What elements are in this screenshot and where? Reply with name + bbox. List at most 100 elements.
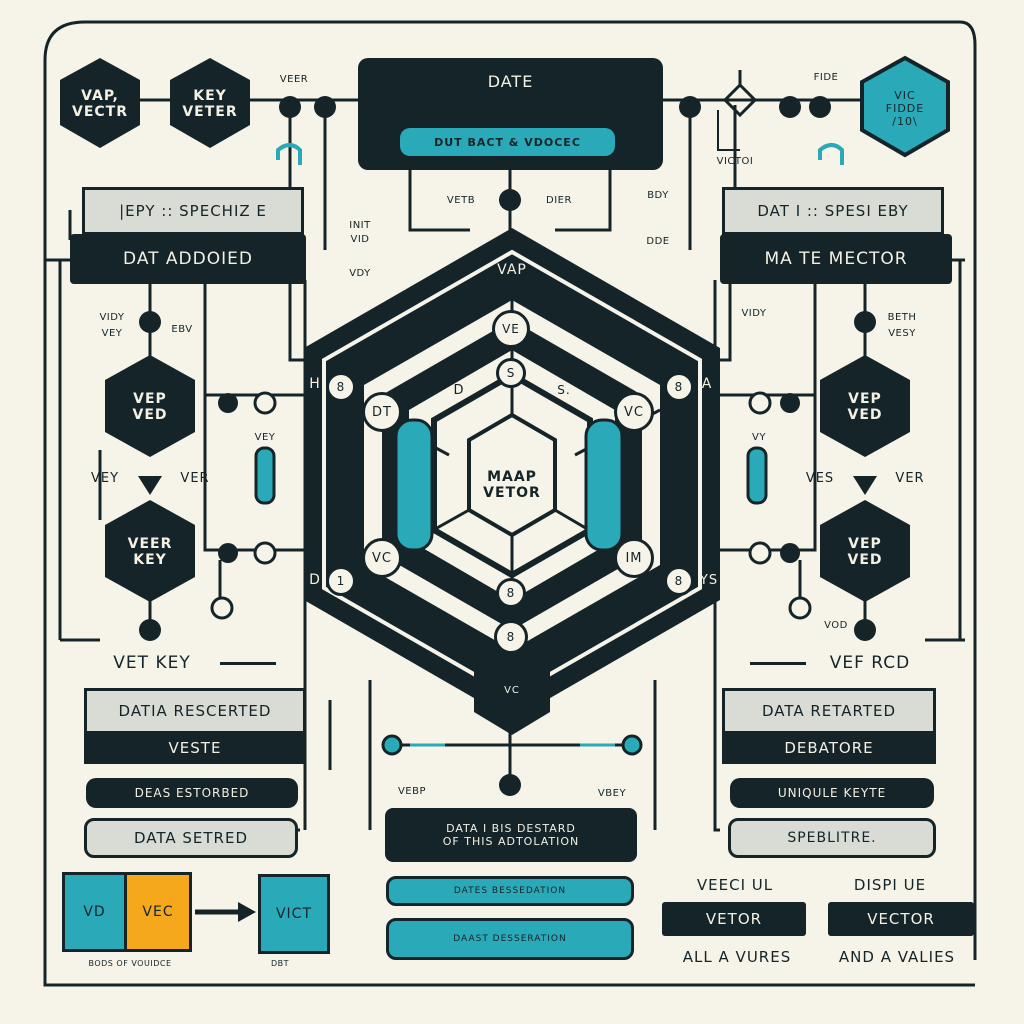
label-vesy: VESY	[888, 327, 916, 339]
node-inner-top[interactable]: S	[496, 358, 526, 388]
right-hex-vep: VEP VED	[820, 385, 910, 429]
label-vdy: VDY	[349, 267, 371, 279]
right-bottom-heading-rule	[750, 662, 806, 665]
legend-caption-2: DBT	[270, 958, 290, 968]
hex-line: KEY	[133, 552, 167, 568]
right-retarted-panel[interactable]: DATA RETARTED	[722, 688, 936, 734]
center-core-label: MAAP VETOR	[466, 460, 558, 510]
label-vebp: VEBP	[397, 785, 427, 797]
left-added-panel[interactable]: DAT ADDOIED	[70, 234, 306, 284]
left-hex-veer-key: VEER KEY	[105, 530, 195, 574]
hex-line: VEP	[848, 536, 882, 552]
vetor-button[interactable]: VETOR	[662, 902, 806, 936]
hex-line: VAP,	[81, 88, 119, 104]
legend-cell-vec: VEC	[127, 875, 189, 949]
node-label-a: A	[701, 376, 713, 392]
node-label-ys: YS	[699, 572, 719, 588]
node-label-d2: D	[309, 572, 321, 588]
right-hex-vep-2: VEP VED	[820, 530, 910, 574]
label-vidy: VIDY	[99, 311, 125, 323]
label-dier: DIER	[546, 194, 572, 206]
center-bar-2[interactable]: DAAST DESSERATION	[386, 918, 634, 960]
label-vod: VOD	[824, 619, 848, 631]
hex-line: VED	[847, 552, 883, 568]
top-subtitle-button[interactable]: DUT BACT & VDOCEC	[400, 128, 615, 156]
node-far-right-top[interactable]: 8	[664, 372, 694, 402]
core-line: VETOR	[483, 485, 541, 501]
center-description-box: DATA I BIS DESTARD OF THIS ADTOLATION	[385, 808, 637, 862]
arrow-label-ves: VES	[805, 470, 835, 486]
node-label-d: D	[453, 382, 465, 398]
right-vector-panel[interactable]: MA TE MECTOR	[720, 234, 952, 284]
right-spec-panel[interactable]: DAT I :: SPESI EBY	[722, 187, 944, 235]
right-debatore-panel[interactable]: DEBATORE	[722, 732, 936, 764]
vector-button[interactable]: VECTOR	[828, 902, 974, 936]
core-line: MAAP	[487, 469, 537, 485]
legend-target-vict: VICT	[258, 874, 330, 954]
node-bottom-tip: VC	[504, 684, 520, 696]
label-init: INIT	[349, 219, 371, 231]
label-vidy-right: VIDY	[741, 307, 767, 319]
label-ebv: EBV	[171, 323, 193, 335]
hex-line: VEP	[133, 391, 167, 407]
left-estorbed-pill[interactable]: DEAS ESTORBED	[86, 778, 298, 808]
hex-line: VED	[132, 407, 168, 423]
arrow-label-ver: VER	[180, 470, 210, 486]
label-vetb: VETB	[446, 194, 476, 206]
top-title: DATE	[487, 71, 534, 91]
node-far-left-top[interactable]: 8	[326, 372, 356, 402]
bottom-right-footer-1: ALL A VURES	[682, 948, 792, 966]
hex-vap-vector: VAP, VECTR	[60, 82, 140, 126]
label-vy-right: VY	[752, 431, 766, 443]
legend-caption: BODS OF VOUIDCE	[88, 958, 172, 968]
node-left[interactable]: DT	[362, 392, 402, 432]
label-victor: VICTOI	[716, 155, 754, 167]
label-vbey: VBEY	[597, 787, 627, 799]
node-far-left[interactable]: 1	[326, 566, 356, 596]
right-bottom-heading: VEF RCD	[829, 653, 911, 673]
center-bar-1[interactable]: DATES BESSEDATION	[386, 876, 634, 906]
center-outer-label: VAP	[497, 262, 527, 278]
label-dde: DDE	[646, 235, 670, 247]
left-spec-panel[interactable]: |EPY :: SPECHIZ E	[82, 187, 304, 235]
node-label-s: S.	[557, 383, 571, 397]
arrow-label-vey: VEY	[90, 470, 120, 486]
arrow-label-ver-right: VER	[895, 470, 925, 486]
hex-key-veter: KEY VETER	[170, 82, 250, 126]
description-line: DATA I BIS DESTARD	[446, 822, 576, 835]
description-line: OF THIS ADTOLATION	[442, 835, 580, 848]
node-far-right[interactable]: 8	[664, 566, 694, 596]
right-unique-pill[interactable]: UNIQULE KEYTE	[730, 778, 934, 808]
node-right[interactable]: VC	[614, 392, 654, 432]
node-label-h: H	[309, 376, 321, 392]
hex-line: VIC	[894, 88, 916, 102]
legend-cell-vd: VD	[65, 875, 127, 949]
label-beth: BETH	[887, 311, 917, 323]
label-vid: VID	[350, 233, 370, 245]
left-reserted-panel[interactable]: DATIA RESCERTED	[84, 688, 306, 734]
left-hex-vep: VEP VED	[105, 385, 195, 429]
hex-vic-fidde: VIC FIDDE /10\	[862, 78, 948, 138]
left-veste-panel[interactable]: VESTE	[84, 732, 306, 764]
left-setred-pill[interactable]: DATA SETRED	[84, 818, 298, 858]
node-bottom-left[interactable]: VC	[362, 538, 402, 578]
bottom-right-heading-2: DISPI UE	[853, 876, 927, 894]
hex-line: FIDDE	[885, 101, 925, 115]
label-fide: FIDE	[813, 71, 839, 83]
node-bottom-right[interactable]: IM	[614, 538, 654, 578]
right-spebl-pill[interactable]: SPEBLITRE.	[728, 818, 936, 858]
hex-line: KEY	[193, 88, 227, 104]
hex-line: VETER	[182, 104, 238, 120]
label-vey-left: VEY	[254, 431, 276, 443]
node-top[interactable]: VE	[492, 310, 530, 348]
legend-frame: VD VEC	[62, 872, 192, 952]
node-inner-bottom[interactable]: 8	[496, 578, 526, 608]
bottom-right-heading-1: VEECI UL	[696, 876, 774, 894]
left-bottom-heading: VET KEY	[113, 653, 191, 673]
node-bottom[interactable]: 8	[494, 620, 528, 654]
hex-line: VECTR	[71, 104, 128, 120]
label-vey-top: VEY	[101, 327, 123, 339]
hex-line: /10\	[892, 114, 918, 128]
label-bdy: BDY	[647, 189, 669, 201]
label-veer: VEER	[279, 73, 309, 85]
